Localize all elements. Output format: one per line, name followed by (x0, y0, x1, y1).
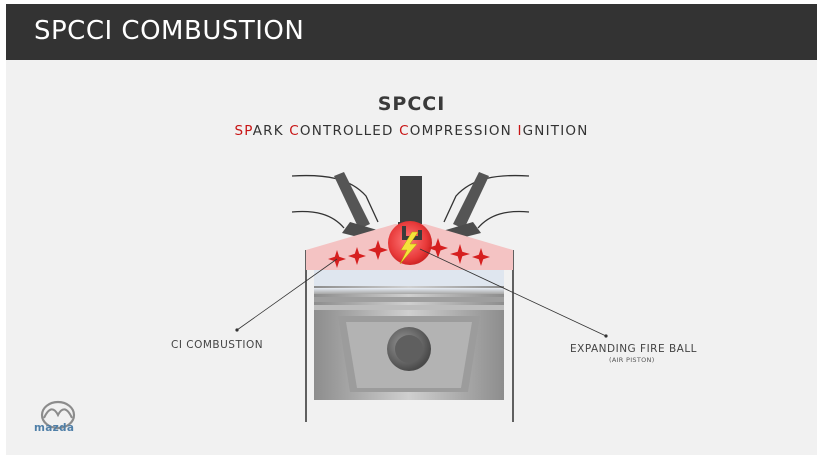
subtitle-part: SP (234, 123, 253, 139)
page-title: SPCCI COMBUSTION (34, 16, 305, 46)
subtitle-part: I (517, 123, 523, 139)
exhaust-port-line (443, 174, 530, 223)
spark-bolt-icon (399, 231, 419, 265)
leader-dot (604, 334, 608, 338)
expanding-fire-ball-label: EXPANDING FIRE BALL (570, 343, 698, 355)
intake-port-line (291, 210, 345, 229)
fire-ball-leader (419, 248, 607, 337)
mazda-logo-text: mazda (34, 422, 75, 434)
piston-pin-hole (395, 335, 423, 363)
exhaust-port-line (477, 210, 530, 229)
intake-valve (334, 172, 370, 229)
mazda-wing-icon (40, 400, 76, 430)
ignition-star-icon (348, 247, 366, 265)
ignition-star-icon (368, 240, 388, 260)
piston-ring (314, 305, 504, 310)
subtitle-part: ARK (252, 123, 290, 139)
subtitle-part: OMPRESSION (409, 123, 518, 139)
ignition-star-icon (450, 244, 470, 264)
header-bar: SPCCI COMBUSTION (6, 4, 817, 60)
diagram-title: SPCCI (377, 93, 446, 115)
piston-ring (314, 297, 504, 302)
ci-combustion-label: CI COMBUSTION (171, 339, 264, 351)
subtitle-part: ONTROLLED (299, 123, 400, 139)
subtitle-part: C (399, 123, 410, 139)
exhaust-valve (453, 172, 489, 229)
subtitle-part: GNITION (522, 123, 589, 139)
leader-dot (235, 328, 239, 332)
ci-combustion-leader (236, 258, 338, 331)
spark-plug-body (400, 176, 422, 224)
subtitle-part: C (289, 123, 300, 139)
ignition-star-icon (428, 238, 448, 258)
piston-crown (314, 270, 504, 286)
diagram-subtitle: SPARK CONTROLLED COMPRESSION IGNITION (0, 123, 823, 139)
ignition-star-icon (472, 248, 490, 266)
piston-ring (314, 288, 504, 294)
air-piston-label: (AIR PISTON) (609, 356, 655, 364)
